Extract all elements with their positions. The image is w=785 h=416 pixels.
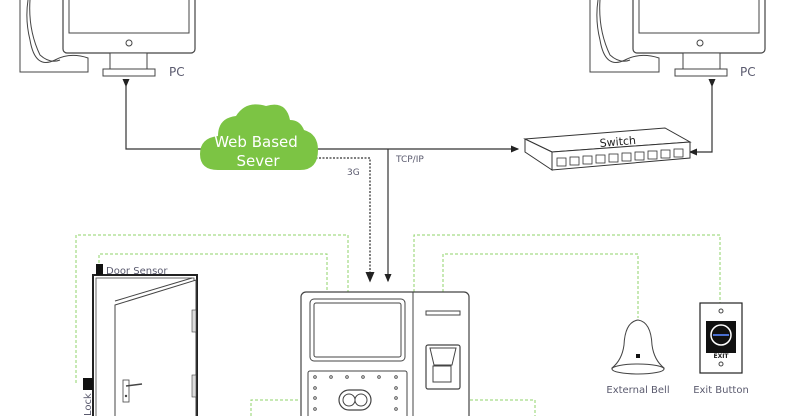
cloud-label-line2: Sever [236, 152, 280, 170]
switch-label: Switch [599, 134, 636, 150]
exit-button-face-text: EXIT [713, 353, 729, 360]
monitor-icon [62, 0, 196, 77]
camera-icon [338, 389, 372, 411]
pc-tower-icon [589, 0, 660, 73]
pc-right [589, 0, 766, 77]
door-sensor-icon [96, 264, 103, 275]
pc-tower-icon [19, 0, 89, 73]
threeg-line [312, 157, 375, 283]
switch-ports [556, 148, 684, 167]
door-sensor-label: Door Sensor [106, 266, 168, 277]
external-bell-icon [611, 319, 665, 375]
access-terminal [300, 291, 470, 416]
fingerprint-sensor-icon [425, 344, 461, 390]
cloud-label-line1: Web Based [214, 133, 298, 151]
external-bell-label: External Bell [606, 385, 669, 396]
wiring-lines [75, 234, 721, 416]
lock-icon [83, 378, 93, 390]
web-server-cloud [200, 104, 318, 170]
pc-left [19, 0, 196, 77]
exit-button-icon [699, 302, 743, 374]
network-switch [523, 127, 692, 171]
tcpip-label: TCP/IP [395, 155, 424, 165]
door-icon [92, 274, 198, 416]
monitor-icon [632, 0, 766, 77]
network-lines [122, 78, 716, 283]
pc-left-label: PC [169, 65, 185, 79]
lock-label: Lock [83, 393, 94, 416]
threeg-label: 3G [347, 168, 360, 178]
exit-button-label: Exit Button [693, 385, 749, 396]
door-handle-icon [122, 379, 143, 403]
pc-right-label: PC [740, 65, 756, 79]
terminal-leds [313, 375, 398, 411]
